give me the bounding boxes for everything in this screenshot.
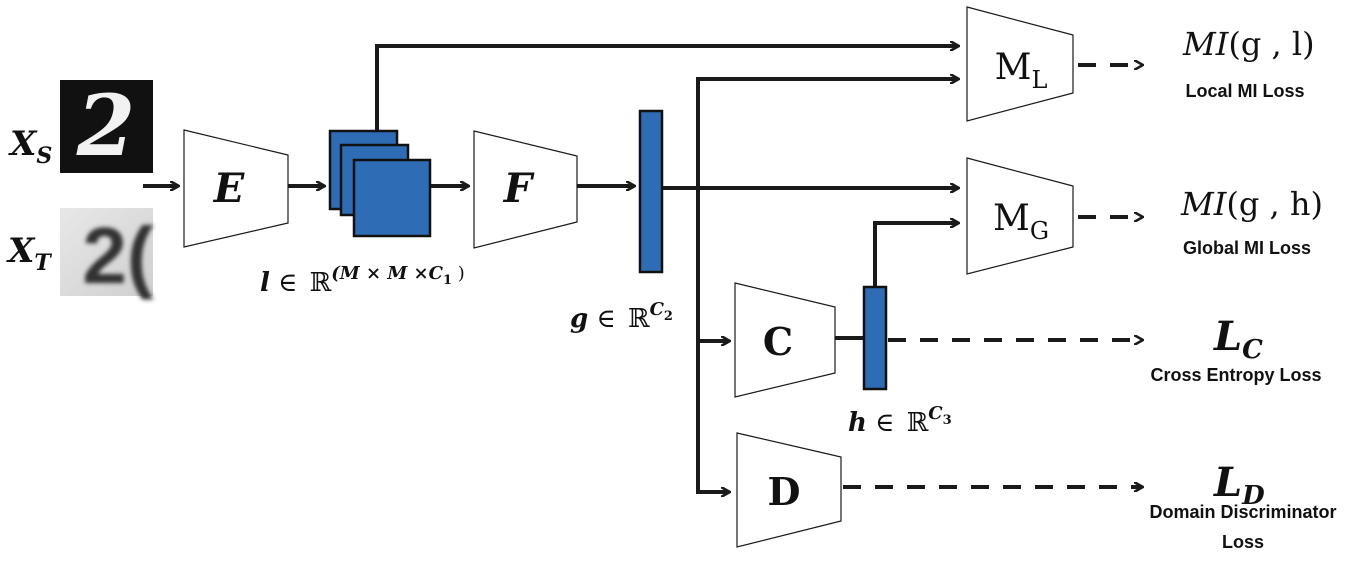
global-feature-vector <box>638 109 664 274</box>
g-dimension-label: g ∈ ℝC2 <box>570 299 673 334</box>
h-dimension-label: h ∈ ℝC3 <box>848 403 952 438</box>
local-feature-maps <box>328 129 432 238</box>
connections <box>143 46 958 492</box>
arrow-l-to-ml <box>375 46 958 135</box>
svg-text:2: 2 <box>76 76 135 175</box>
global-mi-formula: MI(g , h) <box>1180 185 1323 223</box>
arrow-h-to-mg <box>873 223 958 287</box>
global-mi-caption: Global MI Loss <box>1183 238 1311 258</box>
classifier-block: C <box>734 282 836 398</box>
svg-text:D: D <box>768 469 801 514</box>
source-image: 2 <box>60 76 153 175</box>
svg-text:F: F <box>503 165 535 212</box>
arrow-g-to-d <box>696 341 729 492</box>
cross-entropy-loss-symbol: LC <box>1213 313 1263 365</box>
discriminator-block: D <box>736 432 842 548</box>
local-mi-formula: MI(g , l) <box>1182 25 1315 63</box>
svg-text:ML: ML <box>995 47 1048 94</box>
target-input-label: XT <box>6 231 52 276</box>
domain-loss-symbol: LD <box>1213 459 1265 511</box>
local-mi-block: ML <box>966 6 1074 122</box>
arrow-g-to-ml <box>696 79 958 188</box>
svg-text:C: C <box>763 319 793 364</box>
global-mi-block: MG <box>966 157 1074 275</box>
cross-entropy-loss-caption: Cross Entropy Loss <box>1150 365 1321 385</box>
loss-connections <box>843 65 1142 487</box>
domain-loss-caption-line1: Domain Discriminator <box>1149 502 1336 522</box>
svg-text:MG: MG <box>993 198 1049 245</box>
source-input-label: XS <box>8 124 52 169</box>
arrow-g-to-c <box>696 188 729 341</box>
l-dimension-label: l ∈ ℝ(M × M ×C1 ) <box>260 263 465 298</box>
svg-text:2(: 2( <box>82 211 153 300</box>
svg-text:E: E <box>213 165 245 212</box>
target-image: 2( <box>60 208 154 300</box>
classifier-output-vector <box>862 285 888 391</box>
encoder-block: E <box>183 129 289 248</box>
domain-loss-caption-line2: Loss <box>1222 532 1264 552</box>
local-mi-caption: Local MI Loss <box>1185 81 1304 101</box>
feature-block: F <box>473 130 578 249</box>
